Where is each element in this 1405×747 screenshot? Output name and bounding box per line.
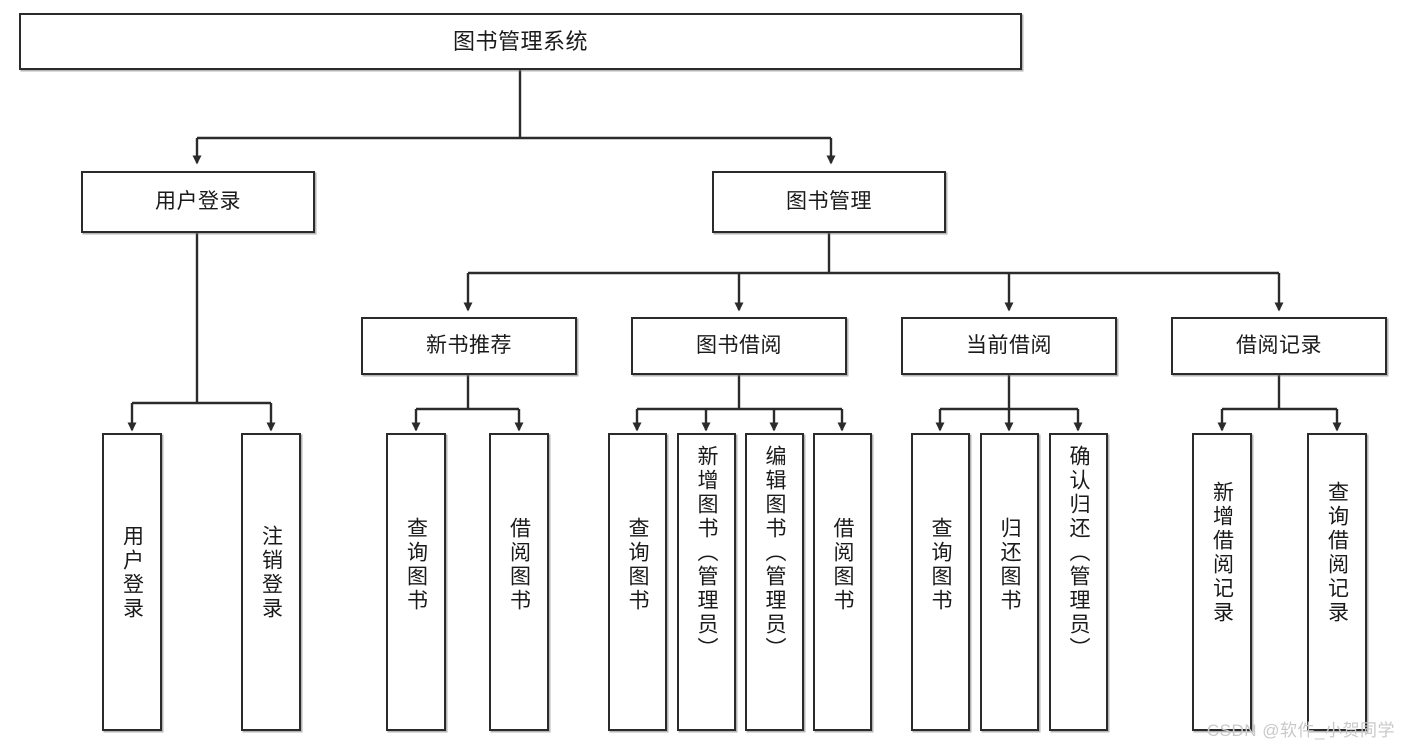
node-borrowing-records[interactable]: 借阅记录 — [1171, 317, 1387, 375]
node-label: 新增图书（管理员） — [695, 445, 718, 661]
node-book-borrowing[interactable]: 图书借阅 — [631, 317, 847, 375]
leaf-query-book-3[interactable]: 查询图书 — [911, 433, 970, 731]
node-label: 图书管理 — [786, 189, 872, 213]
node-label: 归还图书 — [998, 517, 1021, 613]
node-book-management[interactable]: 图书管理 — [712, 171, 946, 233]
node-user-login[interactable]: 用户登录 — [81, 171, 315, 233]
node-new-book-recommendation[interactable]: 新书推荐 — [361, 317, 577, 375]
leaf-query-book-2[interactable]: 查询图书 — [608, 433, 667, 731]
node-label: 确认归还（管理员） — [1067, 445, 1090, 661]
node-label: 新书推荐 — [426, 333, 512, 357]
node-label: 借阅记录 — [1236, 333, 1322, 357]
node-label: 用户登录 — [155, 189, 241, 213]
leaf-user-login[interactable]: 用户登录 — [102, 433, 162, 731]
node-label: 用户登录 — [120, 525, 144, 621]
node-label: 查询图书 — [929, 517, 952, 613]
leaf-query-borrow-record[interactable]: 查询借阅记录 — [1307, 433, 1367, 731]
node-root-book-management-system[interactable]: 图书管理系统 — [19, 13, 1022, 70]
node-label: 编辑图书（管理员） — [763, 445, 786, 661]
node-label: 查询图书 — [626, 517, 649, 613]
leaf-logout[interactable]: 注销登录 — [241, 433, 301, 731]
node-label: 借阅图书 — [831, 517, 854, 613]
leaf-borrow-book-2[interactable]: 借阅图书 — [813, 433, 872, 731]
node-label: 查询图书 — [404, 517, 428, 613]
node-label: 图书借阅 — [696, 333, 782, 357]
node-label: 图书管理系统 — [452, 28, 588, 54]
node-label: 新增借阅记录 — [1210, 481, 1234, 625]
node-label: 借阅图书 — [507, 517, 531, 613]
leaf-add-borrow-record[interactable]: 新增借阅记录 — [1192, 433, 1252, 731]
leaf-return-book[interactable]: 归还图书 — [980, 433, 1039, 731]
leaf-query-book-1[interactable]: 查询图书 — [386, 433, 446, 731]
leaf-add-book-admin[interactable]: 新增图书（管理员） — [677, 433, 736, 731]
csdn-watermark: CSDN @软件_小贺同学 — [1206, 721, 1395, 740]
node-current-borrowing[interactable]: 当前借阅 — [901, 317, 1117, 375]
leaf-edit-book-admin[interactable]: 编辑图书（管理员） — [745, 433, 804, 731]
node-label: 查询借阅记录 — [1325, 481, 1349, 625]
node-label: 当前借阅 — [966, 333, 1052, 357]
leaf-confirm-return-admin[interactable]: 确认归还（管理员） — [1049, 433, 1108, 731]
node-label: 注销登录 — [259, 525, 283, 621]
leaf-borrow-book-1[interactable]: 借阅图书 — [489, 433, 549, 731]
